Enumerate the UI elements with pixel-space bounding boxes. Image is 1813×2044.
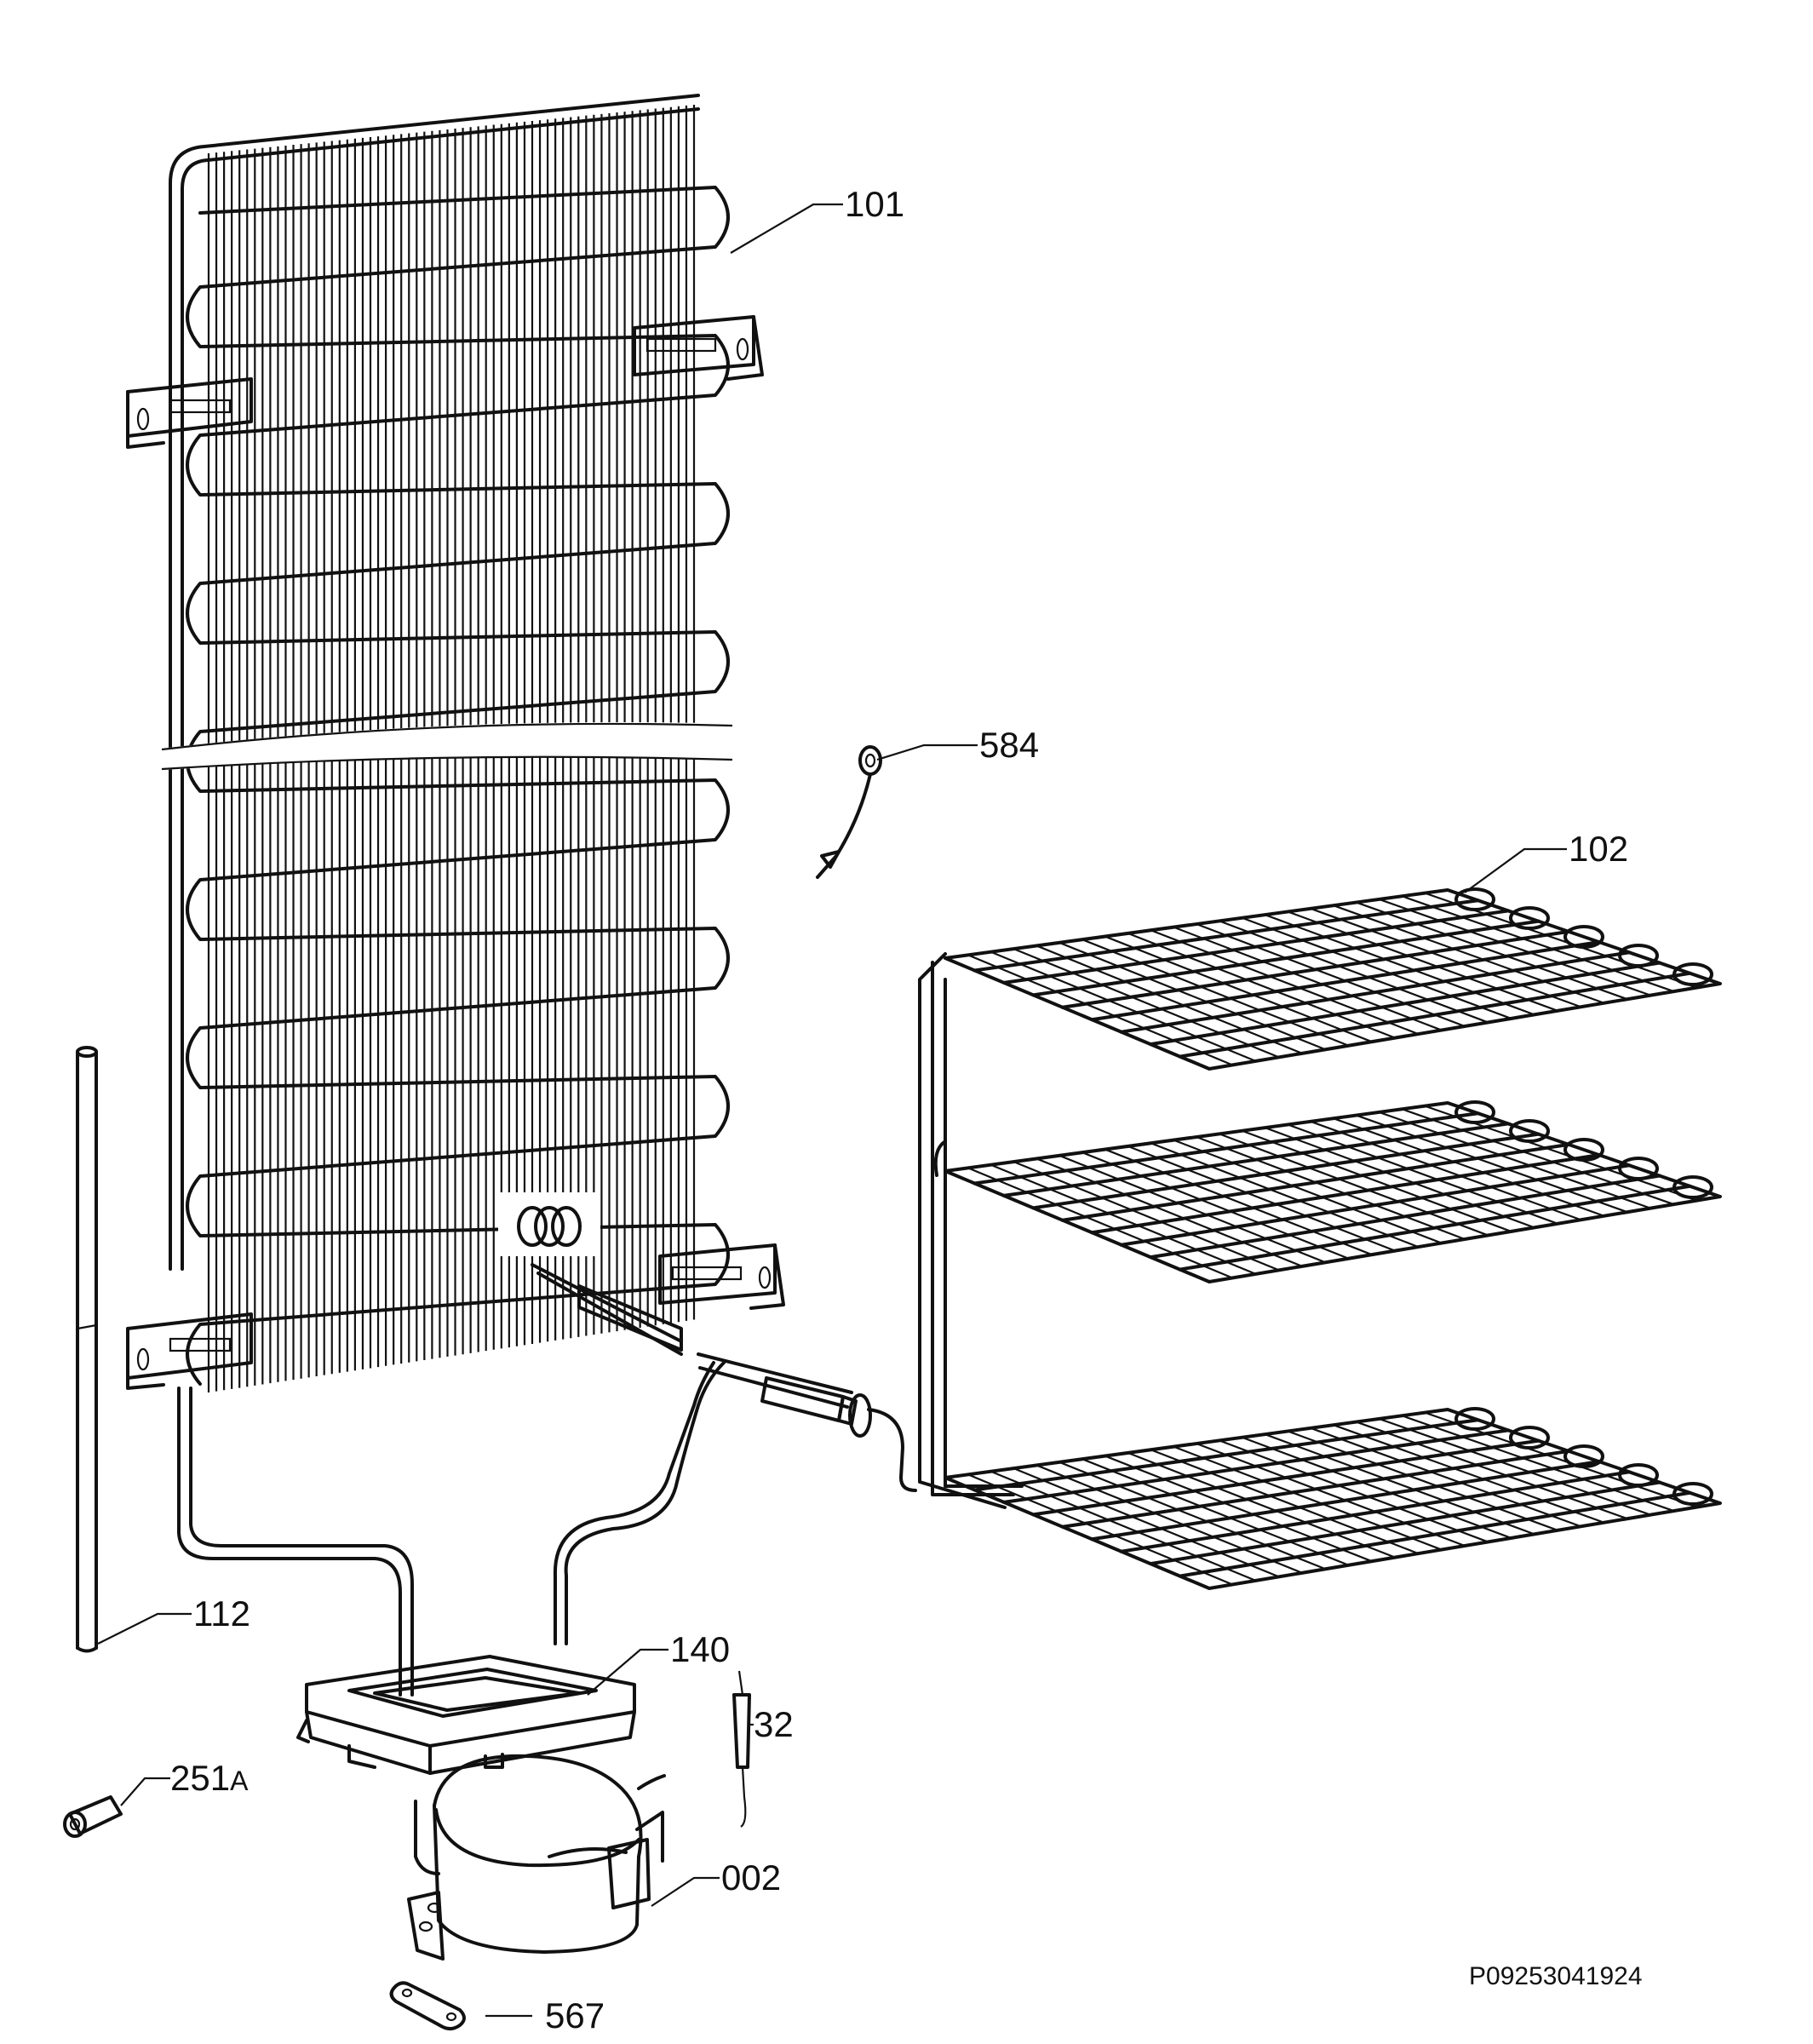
- compressor-part: [407, 1754, 666, 1961]
- bracket-lower-left: [126, 1312, 253, 1390]
- evaporator-part: [918, 887, 1722, 1590]
- evaporator-shelf: [944, 1100, 1722, 1283]
- callout-101: 101: [845, 184, 904, 224]
- callout-251a: 251A: [170, 1758, 249, 1798]
- callout-251a-suffix: A: [230, 1766, 249, 1796]
- capillary-coil: [498, 1192, 917, 1492]
- callout-102: 102: [1569, 829, 1628, 869]
- callout-251a-number: 251: [170, 1758, 230, 1798]
- filter-part: [732, 1670, 751, 1828]
- bracket-lower-right: [658, 1243, 785, 1310]
- tray-part: [296, 1655, 636, 1775]
- callout-32: 32: [754, 1704, 794, 1744]
- evaporator-shelf: [944, 1407, 1722, 1590]
- callout-567: 567: [545, 1995, 605, 2035]
- condenser-part: [126, 94, 917, 1697]
- bracket-upper-left: [126, 377, 253, 449]
- document-id: P09253041924: [1469, 1962, 1643, 1990]
- callout-140: 140: [670, 1629, 730, 1669]
- callout-584: 584: [979, 725, 1039, 765]
- clip-part: [389, 1981, 466, 2031]
- callout-002: 002: [721, 1857, 781, 1898]
- grommet-part: [63, 1795, 123, 1838]
- callout-112: 112: [193, 1593, 250, 1633]
- sensor-part: [816, 745, 882, 879]
- evaporator-shelf: [944, 887, 1722, 1071]
- tube-part: [76, 1046, 98, 1653]
- callout-leaders: [97, 203, 1567, 2018]
- bracket-upper-right: [633, 315, 764, 381]
